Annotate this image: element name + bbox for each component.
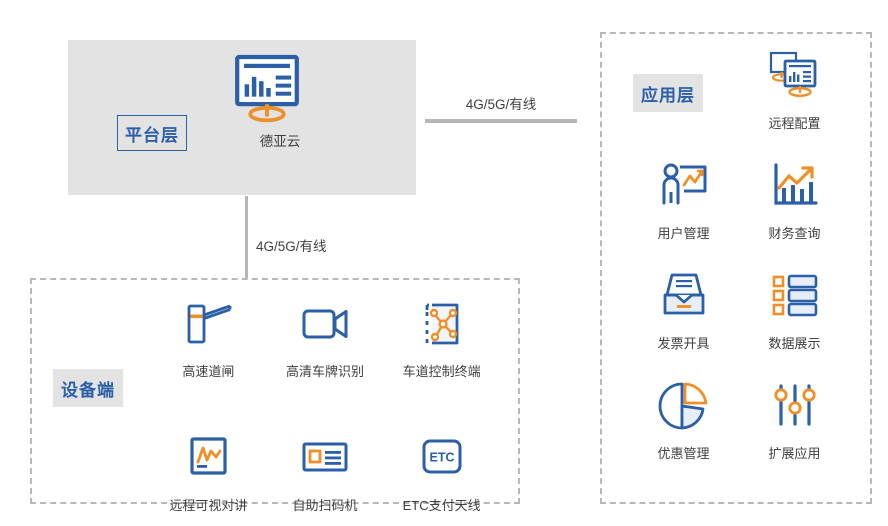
device-layer-box	[30, 278, 520, 504]
app-item-label: 数据展示	[768, 336, 821, 351]
app-item-financial-query[interactable]: 财务查询	[739, 158, 850, 242]
app-item-label: 优惠管理	[657, 446, 710, 461]
app-item-data-display[interactable]: 数据展示	[739, 268, 850, 352]
application-icon-grid: 远程配置 用户管理 财务查询	[628, 48, 850, 462]
horizontal-connector-label: 4G/5G/有线	[465, 97, 537, 112]
vertical-connector-label: 4G/5G/有线	[256, 239, 327, 254]
cloud-node: 德亚云	[225, 52, 335, 150]
device-item-label: 高速道闸	[182, 364, 235, 379]
svg-text:ETC: ETC	[429, 451, 454, 465]
device-item-video-intercom[interactable]: 远程可视对讲	[150, 430, 267, 514]
device-layer-tag-label: 设备端	[61, 380, 115, 400]
vertical-connector-line	[245, 196, 248, 278]
device-item-label: 自助扫码机	[292, 498, 358, 513]
device-icon-grid: 高速道闸 高清车牌识别 车道控制终端	[150, 296, 500, 514]
dashboard-monitor-icon	[235, 54, 299, 123]
device-item-label: 高清车牌识别	[285, 364, 364, 379]
list-display-icon	[772, 274, 817, 317]
bar-chart-arrow-icon	[773, 163, 818, 205]
platform-layer-tag: 平台层	[117, 115, 187, 151]
user-chart-icon	[662, 163, 706, 205]
application-layer-tag-label: 应用层	[641, 85, 695, 105]
app-item-label: 发票开具	[657, 336, 710, 351]
application-layer-tag: 应用层	[633, 74, 703, 112]
sliders-icon	[773, 384, 816, 426]
app-item-remote-config[interactable]: 远程配置	[739, 48, 850, 132]
horizontal-connector-line	[425, 119, 577, 123]
device-layer-tag: 设备端	[53, 369, 123, 407]
app-item-extended-apps[interactable]: 扩展应用	[739, 378, 850, 462]
cloud-node-label: 德亚云	[259, 134, 301, 149]
app-item-label: 财务查询	[768, 226, 821, 241]
app-item-label: 扩展应用	[768, 446, 821, 461]
barrier-gate-icon	[187, 304, 232, 344]
camera-icon	[302, 309, 348, 339]
device-item-camera[interactable]: 高清车牌识别	[267, 296, 384, 380]
device-item-label: 远程可视对讲	[169, 498, 248, 513]
app-item-label: 用户管理	[657, 226, 710, 241]
network-node-icon	[425, 303, 459, 345]
app-item-discount-management[interactable]: 优惠管理	[628, 378, 739, 462]
platform-layer-tag-label: 平台层	[125, 125, 179, 145]
device-item-barrier-gate[interactable]: 高速道闸	[150, 296, 267, 380]
device-item-label: 车道控制终端	[402, 364, 481, 379]
device-item-lane-terminal[interactable]: 车道控制终端	[383, 296, 500, 380]
application-layer-box	[600, 32, 872, 504]
app-item-user-management[interactable]: 用户管理	[628, 158, 739, 242]
dual-monitor-config-icon	[769, 51, 816, 98]
device-item-etc-antenna[interactable]: ETC ETC支付天线	[383, 430, 500, 514]
inbox-tray-icon	[663, 273, 704, 315]
device-item-label: ETC支付天线	[402, 498, 481, 513]
qr-scanner-icon	[302, 442, 348, 472]
pie-chart-icon	[658, 382, 707, 430]
app-item-invoice[interactable]: 发票开具	[628, 268, 739, 352]
etc-antenna-icon: ETC	[422, 439, 462, 474]
app-item-label: 远程配置	[768, 116, 821, 131]
device-item-qr-scanner[interactable]: 自助扫码机	[267, 430, 384, 514]
waveform-screen-icon	[190, 437, 227, 475]
